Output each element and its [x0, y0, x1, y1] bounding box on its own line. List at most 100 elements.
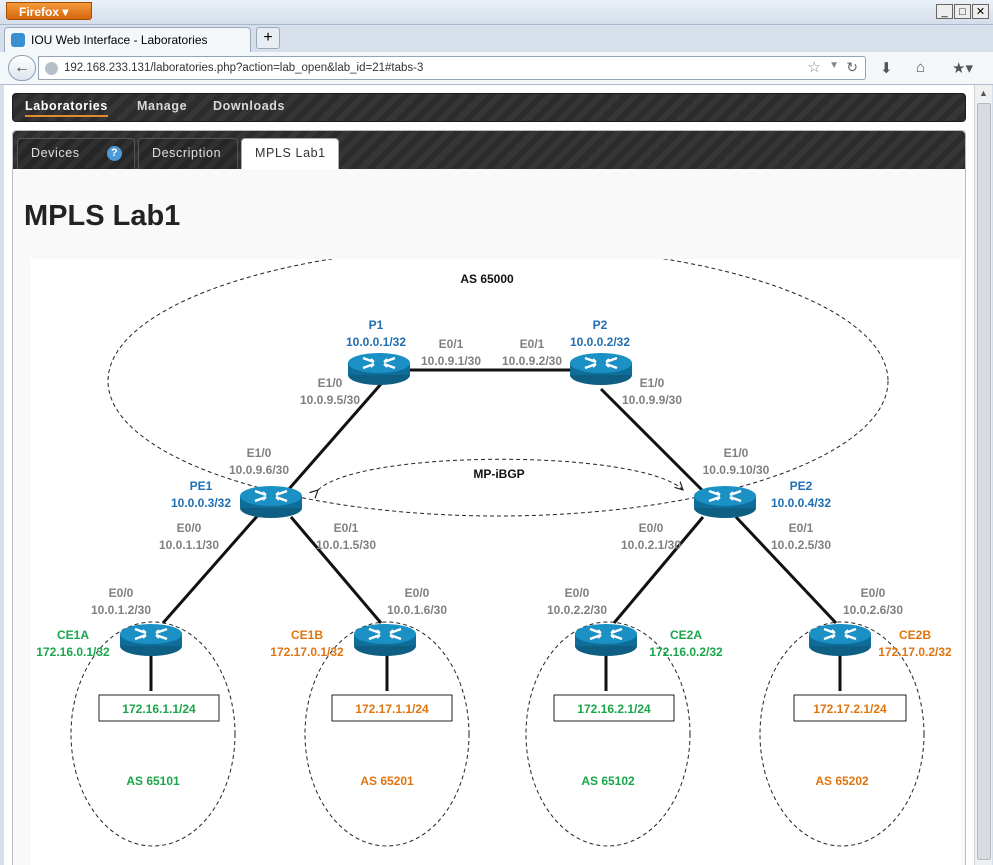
- vertical-scrollbar[interactable]: ▲: [974, 85, 992, 865]
- router-ce2b-icon[interactable]: [807, 622, 873, 658]
- browser-tab[interactable]: IOU Web Interface - Laboratories: [4, 27, 251, 52]
- globe-icon: [45, 62, 58, 75]
- router-ce1b-icon[interactable]: [352, 622, 418, 658]
- lan-ce2a-label: 172.16.2.1/24: [577, 702, 651, 716]
- minimize-icon[interactable]: _: [936, 4, 953, 19]
- bookmarks-menu-icon[interactable]: ★▾: [952, 60, 973, 77]
- tab-devices[interactable]: Devices ?: [17, 138, 135, 169]
- panel-tabs: Devices ? Description MPLS Lab1: [13, 131, 965, 169]
- nav-manage[interactable]: Manage: [137, 99, 188, 113]
- router-ce2b-loopback: 172.17.0.2/32: [878, 645, 952, 659]
- link-pe2-ce2b: [734, 515, 838, 625]
- as-ce2b-label: AS 65202: [815, 774, 869, 788]
- router-ce1a-name: CE1A: [57, 628, 89, 642]
- as-boundary-ce2b: [759, 621, 925, 847]
- iface-pe1-e01-ip: 10.0.1.5/30: [316, 538, 376, 552]
- as-ce2a-label: AS 65102: [581, 774, 635, 788]
- lan-ce1b-label: 172.17.1.1/24: [355, 702, 429, 716]
- as-boundary-ce1b: [304, 621, 470, 847]
- scrollbar-thumb[interactable]: [977, 103, 991, 860]
- router-ce2a-loopback: 172.16.0.2/32: [649, 645, 723, 659]
- iface-ce1a-e00-name: E0/0: [109, 586, 134, 600]
- link-pe2-ce2a: [612, 516, 705, 624]
- tab-devices-label: Devices: [31, 146, 80, 160]
- as-core-label: AS 65000: [460, 272, 514, 286]
- topology-svg: AS 65000 MP-iBGP P1 10.0.0.1/32 P2 10.0.…: [36, 245, 952, 847]
- router-pe1-icon[interactable]: [238, 484, 304, 520]
- router-p1-name: P1: [369, 318, 384, 332]
- iface-pe1-e10-ip: 10.0.9.6/30: [229, 463, 289, 477]
- router-ce1a-loopback: 172.16.0.1/32: [36, 645, 110, 659]
- nav-downloads[interactable]: Downloads: [213, 99, 286, 113]
- router-p2-icon[interactable]: [568, 351, 634, 387]
- iface-pe2-e10-ip: 10.0.9.10/30: [703, 463, 770, 477]
- router-p1-icon[interactable]: [346, 351, 412, 387]
- as-boundary-ce2a: [525, 621, 691, 847]
- tab-mpls-lab1[interactable]: MPLS Lab1: [241, 138, 339, 169]
- router-ce1b-loopback: 172.17.0.1/32: [270, 645, 344, 659]
- iface-pe1-e10-name: E1/0: [247, 446, 272, 460]
- lan-box-ce1b: [331, 694, 453, 722]
- browser-tab-title: IOU Web Interface - Laboratories: [31, 33, 208, 47]
- page-title: MPLS Lab1: [24, 200, 181, 232]
- browser-tab-strip: IOU Web Interface - Laboratories +: [0, 24, 993, 52]
- iface-ce2b-e00-name: E0/0: [861, 586, 886, 600]
- help-icon[interactable]: ?: [107, 146, 122, 161]
- router-p2-loopback: 10.0.0.2/32: [570, 335, 630, 349]
- firefox-menu-button[interactable]: Firefox ▾: [6, 2, 92, 20]
- link-p1-pe1: [287, 383, 383, 490]
- nav-laboratories[interactable]: Laboratories: [25, 99, 108, 117]
- download-icon[interactable]: ⬇: [880, 60, 893, 77]
- back-button[interactable]: ←: [8, 55, 36, 81]
- iface-ce1b-e00-ip: 10.0.1.6/30: [387, 603, 447, 617]
- as-ce1a-label: AS 65101: [126, 774, 180, 788]
- iface-p2-e10-name: E1/0: [640, 376, 665, 390]
- lan-box-ce1a: [98, 694, 220, 722]
- mp-ibgp-label: MP-iBGP: [473, 467, 524, 481]
- router-ce1a-icon[interactable]: [118, 622, 184, 658]
- iface-pe2-e01-name: E0/1: [789, 521, 814, 535]
- router-pe1-name: PE1: [190, 479, 213, 493]
- link-pe1-ce1b: [289, 516, 383, 624]
- maximize-icon[interactable]: □: [954, 4, 971, 19]
- iface-pe1-e00-name: E0/0: [177, 521, 202, 535]
- iface-pe2-e10-name: E1/0: [724, 446, 749, 460]
- iface-pe2-e00-name: E0/0: [639, 521, 664, 535]
- navigation-bar: ← 192.168.233.131/laboratories.php?actio…: [0, 52, 993, 85]
- firefox-menu-label: Firefox: [19, 5, 60, 19]
- lan-box-ce2b: [793, 694, 907, 722]
- router-ce2a-icon[interactable]: [573, 622, 639, 658]
- new-tab-button[interactable]: +: [256, 27, 280, 49]
- iface-ce2b-e00-ip: 10.0.2.6/30: [843, 603, 903, 617]
- url-text: 192.168.233.131/laboratories.php?action=…: [64, 62, 424, 74]
- router-pe2-icon[interactable]: [692, 484, 758, 520]
- home-icon[interactable]: ⌂: [916, 59, 926, 76]
- link-p2-pe2: [599, 387, 705, 493]
- tab-description[interactable]: Description: [138, 138, 238, 169]
- close-icon[interactable]: ✕: [972, 4, 989, 19]
- iface-ce2a-e00-name: E0/0: [565, 586, 590, 600]
- iface-p1-e10-ip: 10.0.9.5/30: [300, 393, 360, 407]
- router-pe2-name: PE2: [790, 479, 813, 493]
- page-content: Laboratories Manage Downloads Devices ? …: [4, 85, 974, 865]
- iface-p2-e01-ip: 10.0.9.2/30: [502, 354, 562, 368]
- url-bar[interactable]: 192.168.233.131/laboratories.php?action=…: [38, 56, 866, 80]
- router-ce2b-name: CE2B: [899, 628, 931, 642]
- iface-p1-e10-name: E1/0: [318, 376, 343, 390]
- reload-icon[interactable]: ↻: [846, 59, 858, 75]
- scroll-up-icon[interactable]: ▲: [979, 88, 988, 98]
- as-boundary-ce1a: [70, 621, 236, 847]
- iface-pe2-e01-ip: 10.0.2.5/30: [771, 538, 831, 552]
- iface-ce1b-e00-name: E0/0: [405, 586, 430, 600]
- title-bar: Firefox ▾ _ □ ✕: [0, 0, 993, 25]
- url-dropdown-icon[interactable]: ▼: [829, 60, 839, 71]
- router-ce2a-name: CE2A: [670, 628, 702, 642]
- lan-ce1a-label: 172.16.1.1/24: [122, 702, 196, 716]
- iface-pe1-e00-ip: 10.0.1.1/30: [159, 538, 219, 552]
- iface-p1-e01-name: E0/1: [439, 337, 464, 351]
- iface-pe2-e00-ip: 10.0.2.1/30: [621, 538, 681, 552]
- link-pe1-ce1a: [161, 513, 261, 624]
- bookmark-star-icon[interactable]: ☆: [807, 59, 821, 76]
- iface-ce1a-e00-ip: 10.0.1.2/30: [91, 603, 151, 617]
